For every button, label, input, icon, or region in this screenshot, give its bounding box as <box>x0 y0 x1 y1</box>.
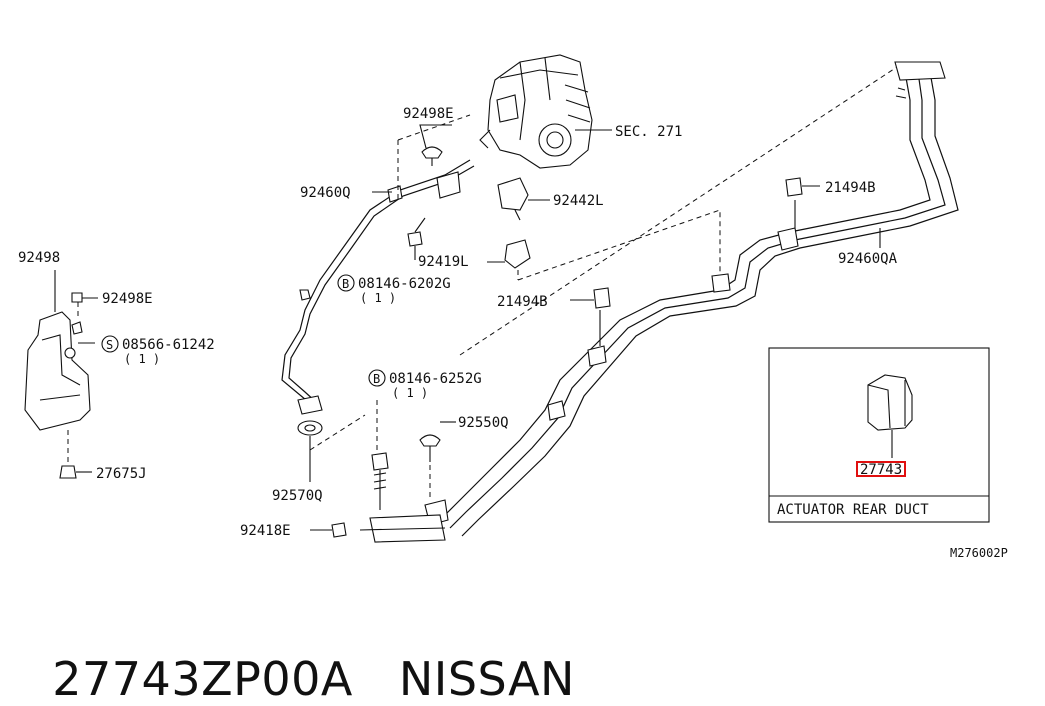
hvac-unit-drawing <box>479 54 612 169</box>
clamp-92419L-drawing <box>487 239 531 280</box>
label-92460QA: 92460QA <box>838 251 898 267</box>
circle-b-letter-2: B <box>373 372 380 386</box>
dashed-leader-grommet <box>309 414 366 451</box>
label-92570Q: 92570Q <box>272 488 323 504</box>
label-27675J: 27675J <box>96 466 147 482</box>
circle-b-letter-1: B <box>342 277 349 291</box>
label-bolt-08146-6252G-qty: ( 1 ) <box>392 386 428 400</box>
cap-21494B-mid-drawing <box>570 287 611 309</box>
grommet-92570Q-drawing <box>297 420 323 482</box>
clip-92418E-drawing <box>310 522 347 538</box>
cap-21494B-right-drawing <box>785 177 820 197</box>
diagram-code: M276002P <box>950 546 1008 560</box>
label-92498E-left: 92498E <box>102 291 153 307</box>
label-sec-271: SEC. 271 <box>615 124 682 140</box>
bolt-08146-6252G-drawing <box>371 400 389 510</box>
circle-b-marker-2: B <box>368 369 386 387</box>
label-21494B-mid: 21494B <box>497 294 548 310</box>
footer-part-number: 27743ZP00A <box>52 652 353 706</box>
label-92550Q: 92550Q <box>458 415 509 431</box>
inset-frame <box>768 347 990 523</box>
label-inset-27743: 27743 <box>860 462 902 478</box>
clamp-92442L-drawing <box>497 177 550 221</box>
circle-s-marker: S <box>101 335 119 353</box>
dashed-leader-long <box>459 64 901 356</box>
label-92419L: 92419L <box>418 254 469 270</box>
label-92442L: 92442L <box>553 193 604 209</box>
bracket-92498-drawing <box>24 270 98 479</box>
actuator-drawing <box>867 374 913 431</box>
label-bolt-08146-6202G-qty: ( 1 ) <box>360 291 396 305</box>
dashed-leader-mid <box>517 209 721 281</box>
footer-caption: 27743ZP00A NISSAN <box>22 598 575 706</box>
label-21494B-right: 21494B <box>825 180 876 196</box>
circle-b-marker-1: B <box>337 274 355 292</box>
label-screw-08566-61242: 08566-61242 <box>122 337 215 353</box>
pipe-92460Q-drawing <box>281 159 475 415</box>
clip-92498E-top-drawing <box>397 114 471 200</box>
label-92498E-top: 92498E <box>403 106 454 122</box>
parts-diagram: B B S 92498E SEC. 271 92460Q 92442L 9241… <box>18 54 1008 560</box>
label-bolt-08146-6202G: 08146-6202G <box>358 276 451 292</box>
label-bolt-08146-6252G: 08146-6252G <box>389 371 482 387</box>
inset-title: ACTUATOR REAR DUCT <box>777 502 929 518</box>
bolt-near-92419L-drawing <box>407 217 426 260</box>
footer-brand: NISSAN <box>398 652 575 706</box>
label-92418E: 92418E <box>240 523 291 539</box>
label-92498: 92498 <box>18 250 60 266</box>
label-92460Q: 92460Q <box>300 185 351 201</box>
highlight-box-27743 <box>856 461 906 477</box>
pipe-92460QA-drawing <box>359 61 959 543</box>
clip-92550Q-drawing <box>419 421 456 500</box>
label-screw-qty: ( 1 ) <box>124 352 160 366</box>
circle-s-letter: S <box>106 338 113 352</box>
inset-actuator-rear-duct: 27743 ACTUATOR REAR DUCT <box>768 347 990 523</box>
